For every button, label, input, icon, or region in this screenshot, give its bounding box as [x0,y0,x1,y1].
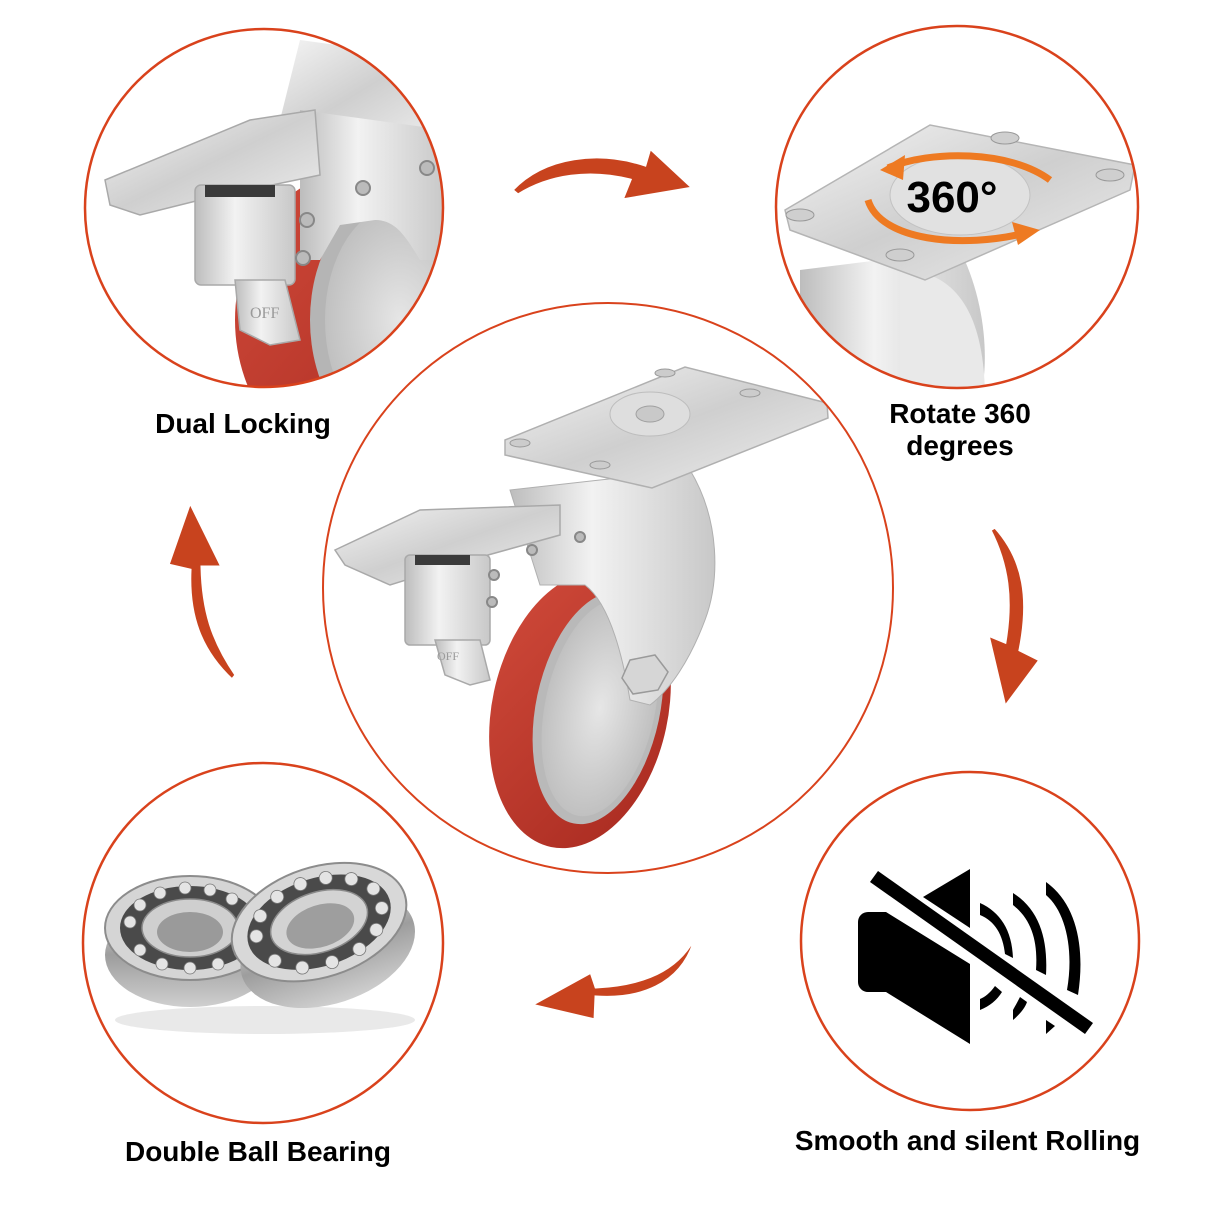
dual-locking-label: Dual Locking [155,408,331,439]
center-off-embossed-text: OFF [437,649,459,663]
rotate-360-label: Rotate 360 degrees [860,398,1060,462]
silent-rolling-label: Smooth and silent Rolling [794,1125,1141,1156]
rotate-360-label-line2: degrees [906,430,1014,461]
arrow-down-right-icon [985,525,1043,711]
feature-ring [774,24,1140,390]
brake-lock-closeup-image: OFF [85,29,443,387]
center-ring [322,302,894,874]
dual-locking-panel: OFF [83,27,445,389]
silent-rolling-panel [799,770,1141,1112]
ball-bearings-image [104,861,415,1034]
arrow-right-top-icon [509,145,697,202]
mute-slash-icon [870,871,1093,1034]
rotate-arrow-right-icon [1012,222,1040,245]
arrow-left-bottom-icon [526,940,697,1022]
speaker-muted-icon [858,869,1093,1044]
rotate-360-panel: 360° [774,24,1140,390]
double-ball-bearing-label: Double Ball Bearing [124,1136,392,1167]
rotate-360-label-line1: Rotate 360 [889,398,1031,429]
feature-ring [81,761,445,1125]
off-embossed-text: OFF [250,305,279,322]
swivel-plate-closeup-image: 360° [776,26,1138,388]
rotate-arrow-left-icon [880,155,905,180]
arrow-up-left-icon [166,498,238,683]
rotate-360-overlay-text: 360° [906,173,997,222]
swivel-caster-image: OFF [333,366,829,849]
center-product-panel: OFF [322,302,894,874]
feature-ring [83,27,445,389]
double-ball-bearing-panel [81,761,445,1125]
